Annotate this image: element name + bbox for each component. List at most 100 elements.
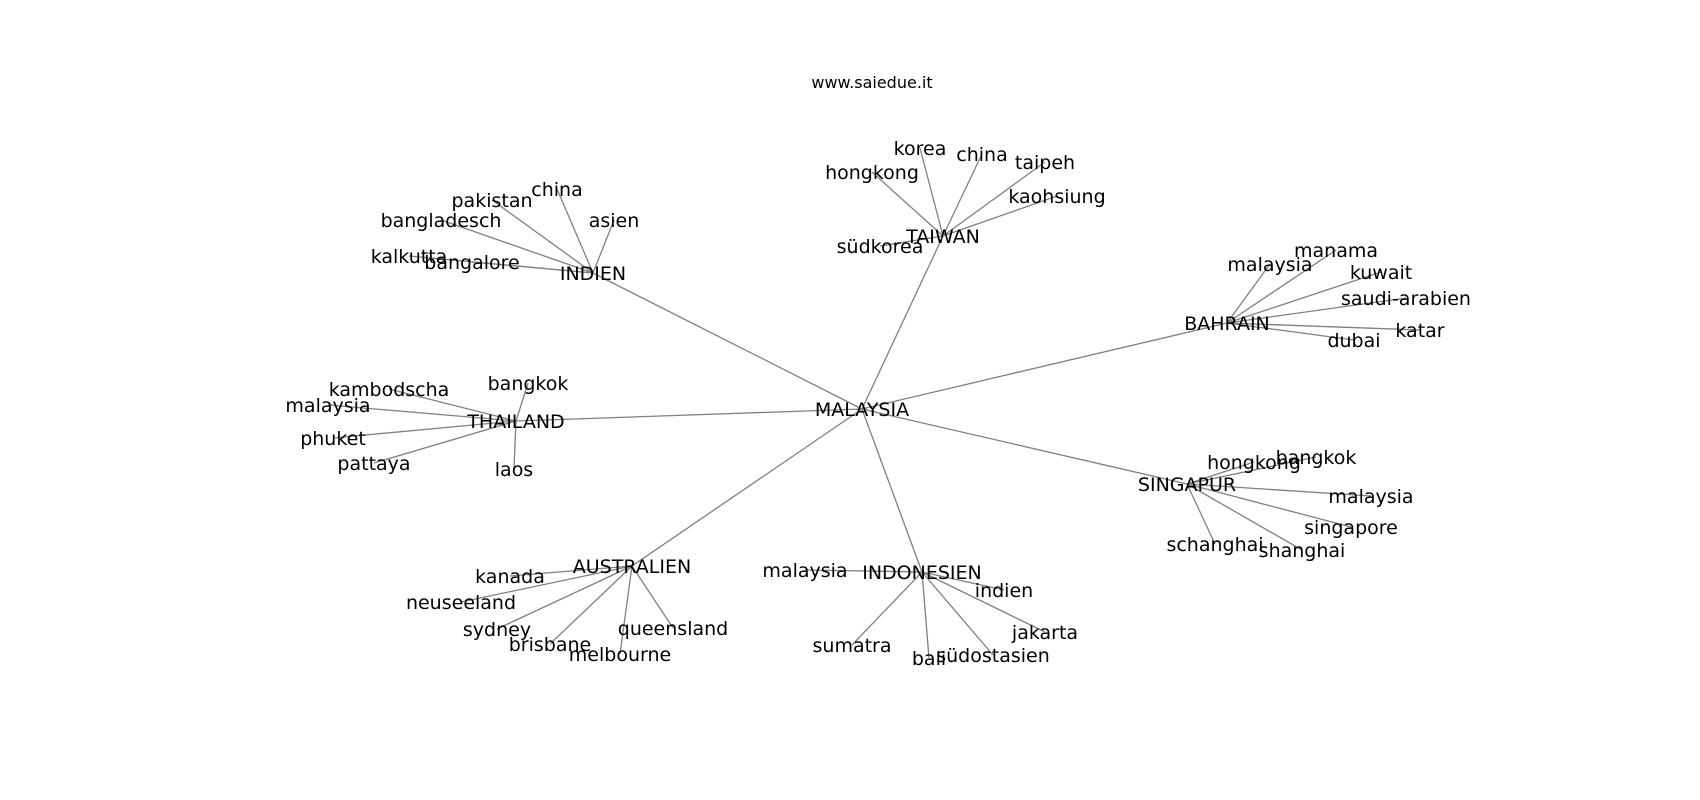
leaf-node-thailand-4: pattaya	[337, 453, 410, 475]
edge-taiwan-leaf-2	[942, 161, 1046, 237]
leaf-node-indonesien-2: jakarta	[1011, 622, 1078, 644]
leaf-node-singapur-3: singapore	[1304, 517, 1398, 539]
leaf-node-indien-2: asien	[589, 210, 640, 232]
edge-indien-leaf-2	[592, 219, 615, 274]
leaf-node-australien-4: brisbane	[509, 634, 592, 656]
leaf-node-indonesien-1: indien	[975, 580, 1033, 602]
leaf-node-thailand-3: phuket	[300, 428, 366, 450]
hub-node-indonesien: INDONESIEN	[862, 562, 982, 584]
edge-root-indonesien	[861, 408, 923, 573]
leaf-node-indonesien-3: sumatra	[813, 635, 892, 657]
edge-australien-leaf-1	[460, 565, 633, 603]
edge-root-thailand	[515, 408, 863, 422]
edge-bahrain-leaf-5	[1226, 322, 1355, 341]
edge-root-australien	[631, 408, 863, 567]
edge-bahrain-leaf-4	[1226, 322, 1421, 331]
edge-bahrain-leaf-1	[1226, 263, 1271, 324]
leaf-node-bahrain-1: malaysia	[1227, 254, 1312, 276]
leaf-node-taiwan-3: hongkong	[825, 162, 919, 184]
edge-root-indien	[592, 272, 863, 410]
leaf-node-taiwan-1: china	[956, 144, 1007, 166]
edge-australien-leaf-5	[619, 565, 633, 655]
hub-node-singapur: SINGAPUR	[1138, 474, 1236, 496]
edge-singapur-leaf-5	[1186, 483, 1303, 551]
leaf-node-bahrain-3: saudi-arabien	[1341, 288, 1471, 310]
edge-taiwan-leaf-5	[879, 235, 944, 247]
edge-layer	[327, 147, 1421, 659]
leaf-node-thailand-2: malaysia	[285, 395, 370, 417]
edge-thailand-leaf-2	[327, 404, 517, 422]
edge-root-singapur	[861, 408, 1188, 485]
leaf-node-taiwan-0: korea	[894, 138, 947, 160]
leaf-node-australien-3: queensland	[618, 618, 728, 640]
edge-singapur-leaf-0	[1186, 456, 1317, 485]
leaf-node-indien-4: kalkutta	[371, 246, 448, 268]
edge-taiwan-leaf-4	[942, 195, 1058, 237]
edge-bahrain-leaf-2	[1226, 271, 1382, 324]
leaf-node-bahrain-5: dubai	[1327, 330, 1380, 352]
leaf-node-singapur-0: bangkok	[1276, 447, 1357, 469]
leaf-node-indien-0: china	[531, 179, 582, 201]
hub-node-indien: INDIEN	[560, 263, 626, 285]
edge-indonesien-leaf-1	[921, 571, 1005, 591]
leaf-node-bahrain-4: katar	[1395, 320, 1444, 342]
leaf-node-indonesien-5: südostasien	[936, 645, 1050, 667]
edge-thailand-leaf-0	[515, 382, 529, 422]
hub-node-taiwan: TAIWAN	[905, 226, 980, 248]
leaf-node-bahrain-2: kuwait	[1350, 262, 1412, 284]
leaf-node-bahrain-0: manama	[1294, 240, 1378, 262]
leaf-node-singapur-2: malaysia	[1328, 486, 1413, 508]
leaf-node-taiwan-2: taipeh	[1015, 152, 1075, 174]
leaf-node-singapur-4: schanghai	[1166, 534, 1263, 556]
edge-bahrain-leaf-3	[1226, 297, 1407, 324]
edge-singapur-leaf-4	[1186, 483, 1216, 545]
edge-singapur-leaf-1	[1186, 461, 1255, 485]
hub-node-bahrain: BAHRAIN	[1184, 313, 1270, 335]
edge-indonesien-leaf-5	[921, 571, 994, 656]
edge-indien-leaf-3	[440, 219, 594, 274]
edge-australien-leaf-2	[496, 565, 633, 630]
edge-singapur-leaf-2	[1186, 483, 1372, 497]
site-watermark: www.saiedue.it	[811, 73, 932, 92]
leaf-node-taiwan-4: kaohsiung	[1008, 186, 1105, 208]
leaf-node-indien-1: pakistan	[451, 190, 532, 212]
edge-indonesien-leaf-4	[921, 571, 930, 659]
edge-indonesien-leaf-0	[804, 569, 923, 573]
leaf-node-taiwan-5: südkorea	[837, 236, 924, 258]
edge-australien-leaf-3	[631, 565, 674, 629]
leaf-node-australien-5: melbourne	[569, 644, 671, 666]
hub-node-australien: AUSTRALIEN	[573, 556, 691, 578]
edge-indien-leaf-5	[471, 261, 594, 274]
edge-singapur-leaf-3	[1186, 483, 1352, 528]
leaf-node-australien-1: neuseeland	[406, 592, 516, 614]
edge-bahrain-leaf-0	[1226, 249, 1337, 324]
edge-thailand-leaf-1	[388, 388, 517, 422]
node-layer: korea china taipeh hongkong kaohsiung südkore…	[285, 138, 1471, 670]
edge-root-bahrain	[861, 322, 1228, 410]
leaf-node-indonesien-4: bali	[912, 648, 946, 670]
hub-node-thailand: THAILAND	[466, 411, 564, 433]
edge-taiwan-leaf-1	[942, 153, 983, 237]
leaf-node-singapur-1: hongkong	[1207, 452, 1301, 474]
edge-taiwan-leaf-3	[871, 171, 944, 237]
edge-thailand-leaf-3	[332, 420, 517, 439]
edge-indonesien-leaf-2	[921, 571, 1046, 633]
edge-australien-leaf-4	[549, 565, 633, 645]
edge-indien-leaf-0	[556, 188, 594, 274]
leaf-node-indonesien-0: malaysia	[762, 560, 847, 582]
leaf-node-australien-2: sydney	[463, 619, 531, 641]
leaf-node-thailand-1: kambodscha	[329, 379, 450, 401]
edge-thailand-leaf-4	[373, 420, 517, 464]
edge-root-taiwan	[861, 235, 944, 410]
edge-thailand-leaf-5	[513, 420, 517, 470]
leaf-node-indien-5: bangalore	[424, 252, 519, 274]
leaf-node-indien-3: bangladesch	[381, 210, 502, 232]
leaf-node-singapur-5: shanghai	[1259, 540, 1346, 562]
leaf-node-thailand-0: bangkok	[488, 373, 569, 395]
edge-indonesien-leaf-3	[851, 571, 923, 646]
edge-taiwan-leaf-0	[919, 147, 944, 237]
edge-indien-leaf-1	[491, 199, 594, 274]
edge-australien-leaf-0	[509, 565, 633, 577]
